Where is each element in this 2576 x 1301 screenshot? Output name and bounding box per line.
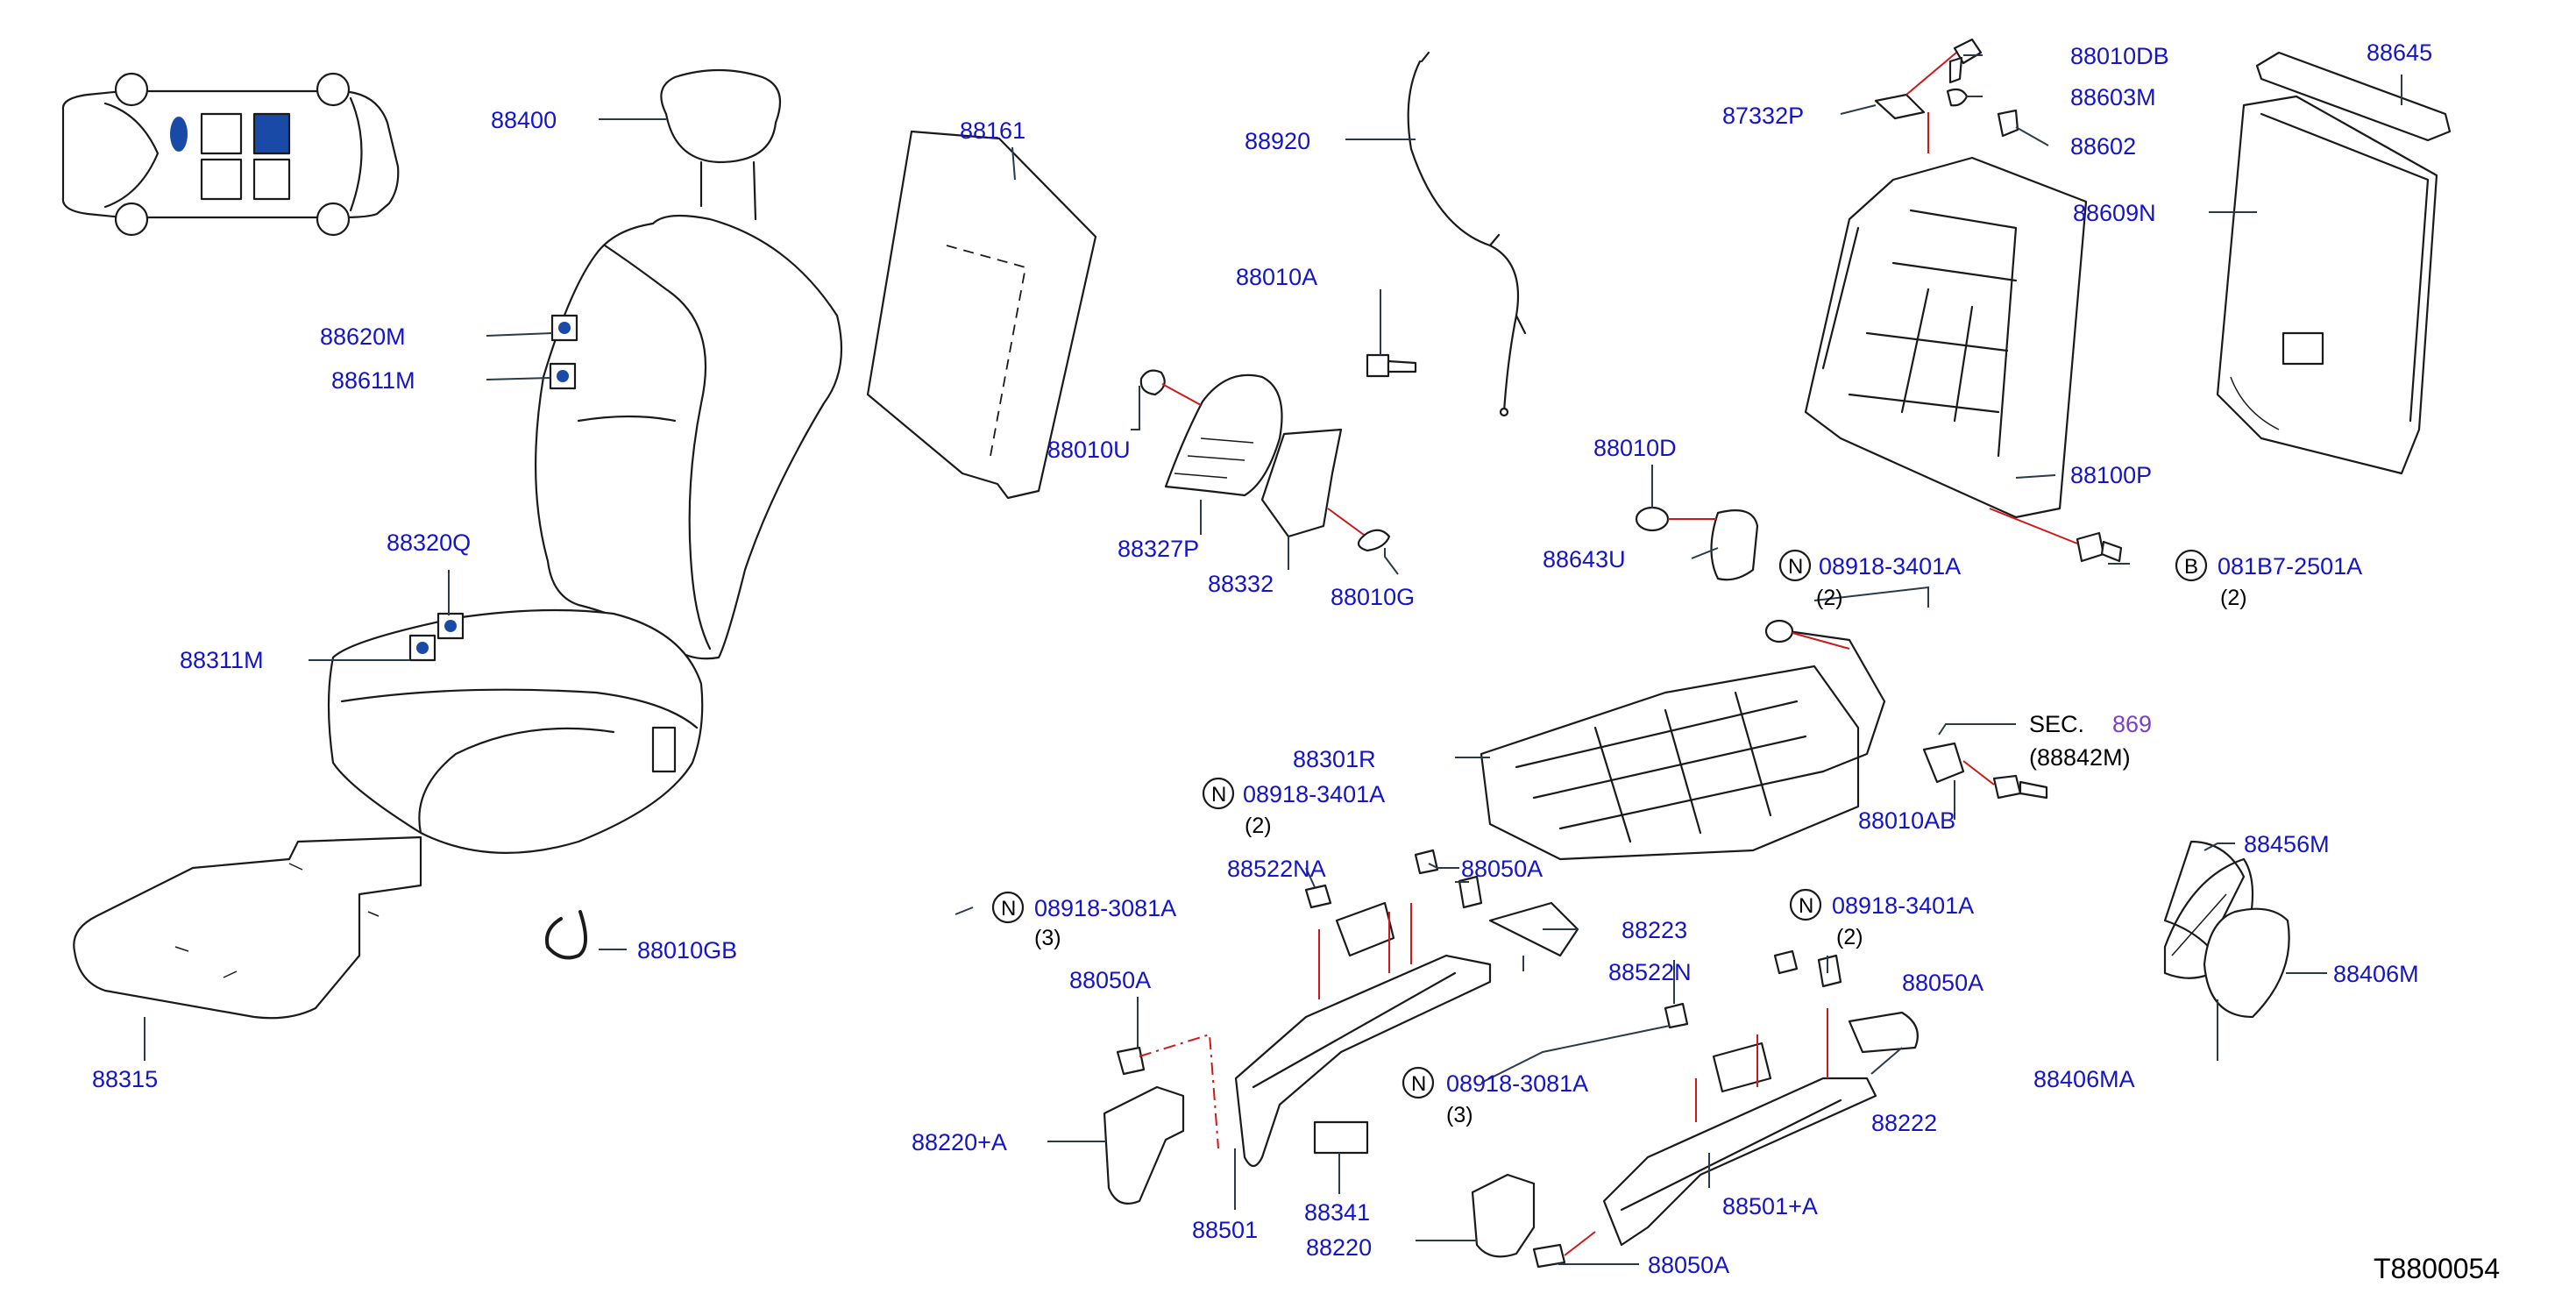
bolt-88010a-drawing	[1366, 353, 1417, 378]
callout-qty: (3)	[1446, 1103, 1473, 1127]
part-label-88645[interactable]: 88645	[2367, 39, 2432, 66]
rail-fasteners-drawing	[1304, 849, 1842, 1029]
part-label-88332[interactable]: 88332	[1208, 571, 1274, 597]
badge-letter: N	[1211, 783, 1226, 807]
part-label-88602[interactable]: 88602	[2070, 133, 2136, 160]
part-label-88223[interactable]: 88223	[1622, 917, 1687, 943]
seat-cushion-drawing	[327, 608, 704, 854]
part-labels: 88400 88161 88920 88010A 88010U 88327P 8…	[92, 39, 2432, 1278]
callout-qty: (2)	[1816, 586, 1843, 610]
latch-parts-drawing	[1874, 38, 2019, 153]
part-label-88522n[interactable]: 88522N	[1608, 959, 1692, 985]
callout-part-number[interactable]: 08918-3401A	[1243, 781, 1385, 807]
side-trim-88327p-drawing	[1139, 369, 1283, 497]
part-label-88620m[interactable]: 88620M	[320, 323, 406, 350]
callout-part-number[interactable]: 08918-3081A	[1034, 895, 1176, 921]
bracket-88332-drawing	[1260, 428, 1391, 552]
part-label-88100p[interactable]: 88100P	[2070, 462, 2152, 488]
part-label-88010a[interactable]: 88010A	[1236, 264, 1317, 290]
callout-b1: B 081B7-2501A (2)	[2175, 549, 2362, 610]
seat-rail-88501-drawing	[1116, 901, 1492, 1168]
part-label-88010d[interactable]: 88010D	[1593, 435, 1677, 461]
callout-n2: N 08918-3401A (2)	[1202, 777, 1385, 838]
part-label-88161[interactable]: 88161	[960, 117, 1025, 144]
part-label-88050a-4[interactable]: 88050A	[1648, 1252, 1729, 1278]
diagram-code: T8800054	[2374, 1253, 2500, 1284]
part-label-88010db[interactable]: 88010DB	[2070, 43, 2169, 69]
part-label-88050a-2[interactable]: 88050A	[1069, 967, 1151, 993]
part-label-88327p[interactable]: 88327P	[1118, 536, 1199, 562]
section-prefix: SEC.	[2029, 711, 2084, 737]
leader-lines	[144, 54, 2402, 1265]
callout-part-number[interactable]: 081B7-2501A	[2218, 553, 2362, 579]
callout-n1: N 08918-3401A (2)	[1778, 549, 1961, 610]
part-label-88320q[interactable]: 88320Q	[387, 530, 471, 556]
back-frame-88100p-drawing	[1804, 156, 2123, 563]
part-label-88522na[interactable]: 88522NA	[1227, 856, 1326, 882]
part-label-88501a[interactable]: 88501+A	[1722, 1193, 1818, 1219]
part-label-88400[interactable]: 88400	[491, 107, 557, 133]
rail-covers-drawing	[1103, 901, 1596, 1269]
callout-qty: (3)	[1034, 926, 1061, 950]
part-label-88220a[interactable]: 88220+A	[912, 1129, 1007, 1155]
board-strip-88645-drawing	[2255, 51, 2452, 142]
cushion-mat-88315-drawing	[73, 835, 422, 1020]
section-number[interactable]: 869	[2112, 711, 2152, 737]
badge-letter: B	[2184, 555, 2198, 579]
section-sub-part: (88842M)	[2029, 744, 2131, 771]
part-label-88220[interactable]: 88220	[1306, 1234, 1372, 1261]
side-covers-drawing	[2163, 840, 2290, 1019]
part-label-88456m[interactable]: 88456M	[2244, 831, 2330, 857]
callout-n5: N 08918-3081A (3)	[1402, 1066, 1588, 1127]
part-label-88311m[interactable]: 88311M	[180, 647, 264, 673]
part-label-88222[interactable]: 88222	[1871, 1110, 1937, 1136]
seat-rail-88501a-drawing	[1602, 1008, 1919, 1247]
clip-ring-88010gb	[545, 910, 587, 960]
harness-connector-drawing	[1922, 742, 2048, 800]
part-label-88010ab[interactable]: 88010AB	[1858, 807, 1955, 834]
badge-letter: N	[1001, 897, 1016, 921]
callout-qty: (2)	[1836, 925, 1863, 949]
part-label-88609n[interactable]: 88609N	[2073, 200, 2156, 226]
seat-back-drawing	[535, 214, 843, 660]
part-label-88643u[interactable]: 88643U	[1543, 546, 1626, 572]
badge-letter: N	[1799, 894, 1813, 918]
cushion-frame-88301r-drawing	[1480, 619, 1886, 861]
release-cable-88920-drawing	[1407, 51, 1527, 417]
callout-part-number[interactable]: 08918-3401A	[1832, 892, 1974, 919]
callout-n4: N 08918-3401A (2)	[1789, 888, 1974, 949]
part-label-88010gb[interactable]: 88010GB	[637, 937, 737, 963]
hinge-cover-88643u-drawing	[1635, 506, 1759, 581]
part-label-88050a-1[interactable]: 88050A	[1461, 856, 1543, 882]
part-label-88010u[interactable]: 88010U	[1047, 437, 1131, 463]
section-reference: SEC. 869 (88842M)	[2029, 711, 2152, 771]
headrest-88400-drawing	[660, 68, 782, 221]
callout-qty: (2)	[2220, 586, 2247, 610]
part-label-88406m[interactable]: 88406M	[2333, 961, 2419, 987]
part-label-88315[interactable]: 88315	[92, 1066, 158, 1092]
callout-n3: N 08918-3081A (3)	[991, 891, 1176, 950]
part-label-88920[interactable]: 88920	[1245, 128, 1310, 154]
vehicle-locator-icon	[61, 72, 400, 237]
part-label-88406ma[interactable]: 88406MA	[2033, 1066, 2135, 1092]
back-pad-88161-drawing	[866, 130, 1097, 500]
part-label-88301r[interactable]: 88301R	[1293, 746, 1376, 772]
part-label-87332p[interactable]: 87332P	[1722, 103, 1804, 129]
back-board-88609n-drawing	[2216, 95, 2438, 475]
part-label-88603m[interactable]: 88603M	[2070, 84, 2156, 110]
part-label-88611m[interactable]: 88611M	[331, 367, 415, 394]
part-label-88050a-3[interactable]: 88050A	[1902, 970, 1983, 996]
badge-letter: N	[1788, 555, 1803, 579]
part-label-88501[interactable]: 88501	[1192, 1217, 1258, 1243]
part-label-88341[interactable]: 88341	[1304, 1199, 1370, 1226]
callout-qty: (2)	[1245, 814, 1272, 838]
callout-part-number[interactable]: 08918-3081A	[1446, 1070, 1588, 1097]
callout-part-number[interactable]: 08918-3401A	[1819, 553, 1961, 579]
badge-letter: N	[1411, 1072, 1426, 1096]
part-label-88010g[interactable]: 88010G	[1331, 584, 1415, 610]
